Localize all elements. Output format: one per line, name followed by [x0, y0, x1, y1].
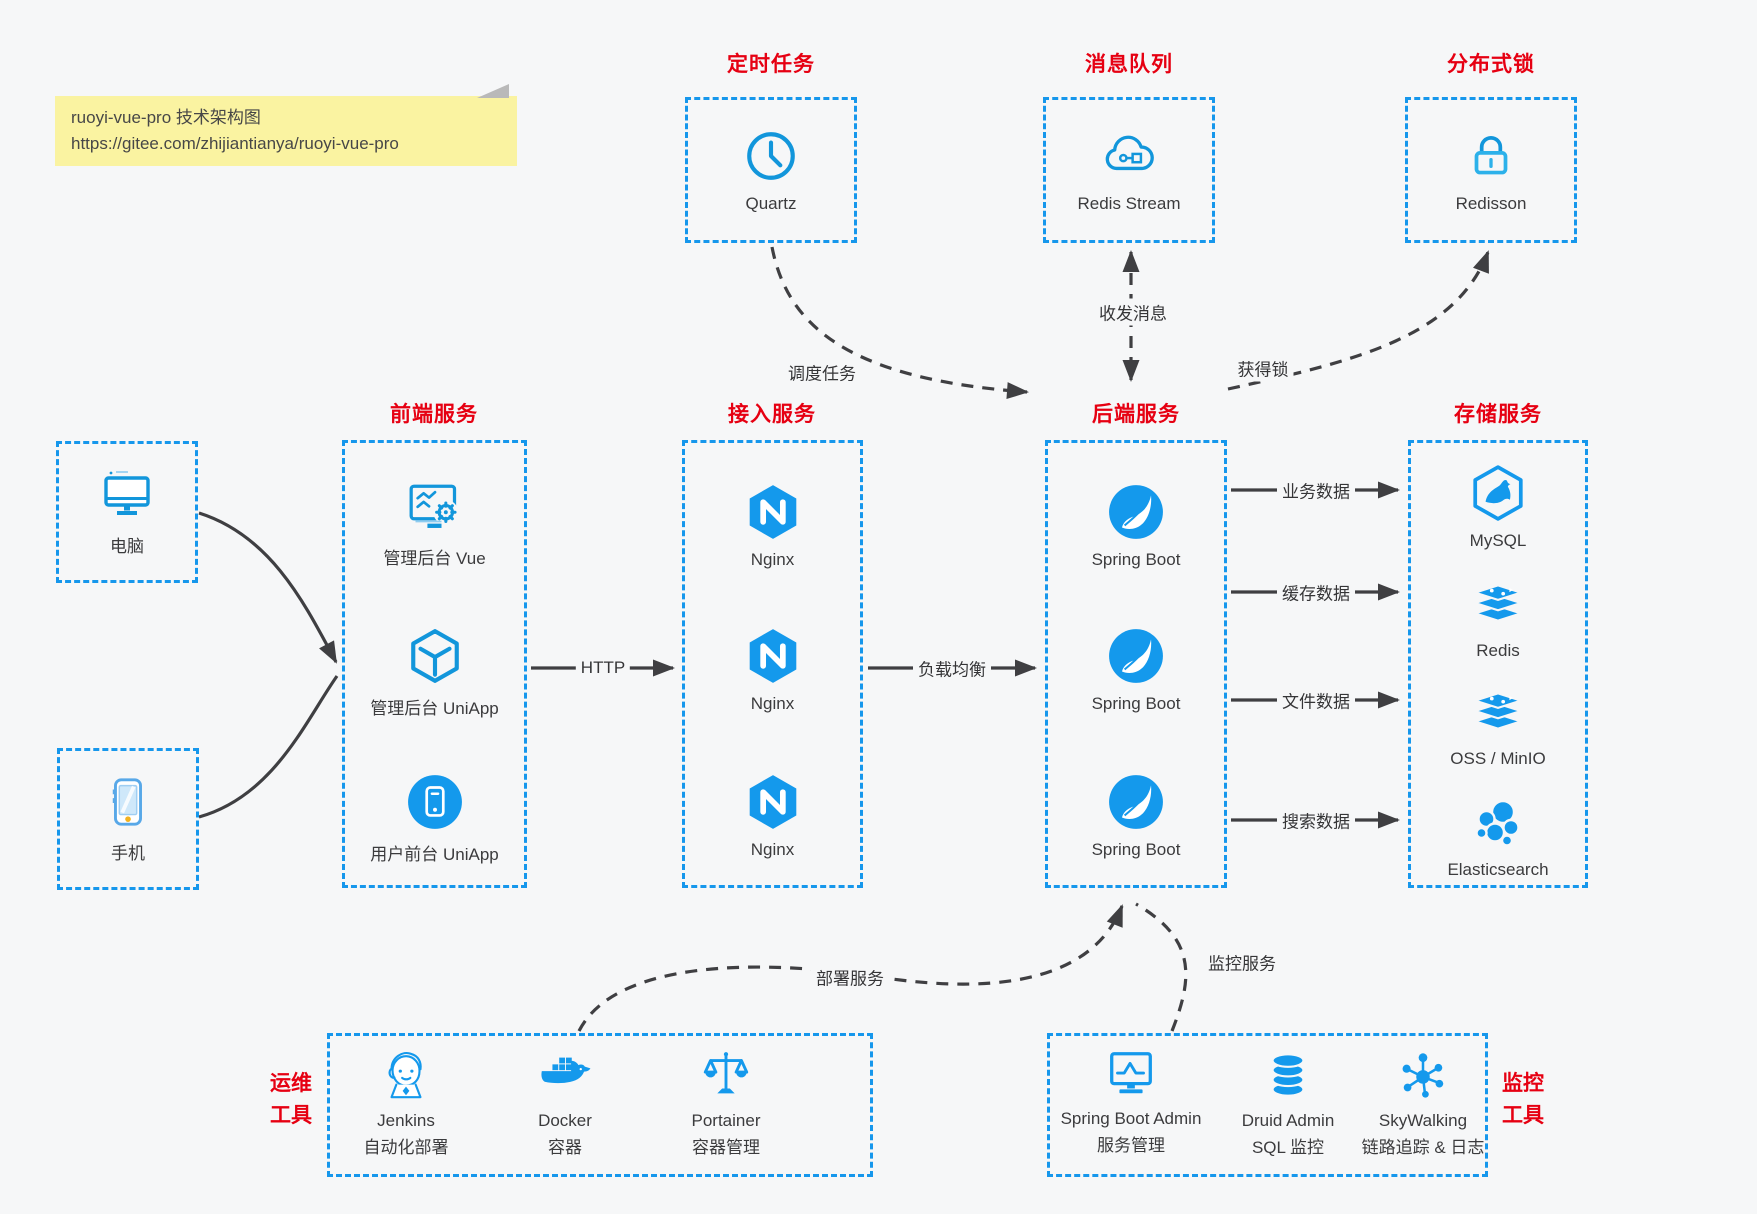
cloud-stream-icon: [1105, 135, 1154, 170]
redis-icon: [1471, 584, 1525, 622]
node-skywalking: SkyWalking 链路追踪 & 日志: [1338, 1048, 1508, 1158]
node-nginx-3: Nginx: [685, 773, 860, 860]
monitor-tools-box: Spring Boot Admin 服务管理 Druid Admin SQL 监…: [1047, 1033, 1488, 1177]
node-portainer: Portainer 容器管理: [646, 1048, 806, 1158]
client-phone-box: 手机: [57, 748, 199, 890]
node-druid-admin: Druid Admin SQL 监控: [1203, 1048, 1373, 1158]
scheduled-task-box: Quartz: [685, 97, 857, 243]
edge-label-cache-data: 缓存数据: [1277, 578, 1355, 606]
group-title-storage: 存储服务: [1454, 403, 1542, 426]
druid-icon: [1271, 1053, 1305, 1097]
smartphone-icon: [112, 778, 142, 826]
lock-icon: [1474, 135, 1508, 174]
node-oss-minio: OSS / MinIO: [1411, 682, 1585, 769]
mysql-icon: [1473, 465, 1523, 521]
desktop-icon: [104, 471, 150, 515]
node-admin-vue: 管理后台 Vue: [345, 483, 524, 569]
edge-label-send-receive-message: 收发消息: [1094, 298, 1172, 326]
node-phone: 手机: [101, 774, 155, 864]
gateway-group-box: Nginx Nginx Nginx: [682, 440, 863, 888]
frontend-group-box: 管理后台 Vue 管理后台 UniApp 用户前台 UniApp: [342, 440, 527, 888]
node-redis: Redis: [1411, 574, 1585, 661]
backend-group-box: Spring Boot Spring Boot Spring Boot: [1045, 440, 1227, 888]
node-user-uniapp: 用户前台 UniApp: [345, 773, 524, 865]
group-title-distributed-lock: 分布式锁: [1447, 53, 1535, 76]
admin-console-icon: [409, 484, 458, 528]
distributed-lock-box: Redisson: [1405, 97, 1577, 243]
docker-icon: [541, 1057, 591, 1084]
edge-label-http: HTTP: [575, 657, 631, 679]
node-springboot-2: Spring Boot: [1048, 627, 1224, 714]
edge-computer-frontend: [198, 511, 338, 664]
group-title-monitor-tools: 监控 工具: [1502, 1072, 1544, 1127]
storage-group-box: MySQL Redis: [1408, 440, 1588, 888]
edge-label-business-data: 业务数据: [1277, 476, 1355, 504]
node-springboot-1: Spring Boot: [1048, 483, 1224, 570]
edge-label-deploy-service: 部署服务: [811, 963, 889, 991]
nginx-icon: [749, 629, 796, 683]
clock-icon: [747, 131, 795, 180]
node-springboot-3: Spring Boot: [1048, 773, 1224, 860]
sticky-note: ruoyi-vue-pro 技术架构图 https://gitee.com/zh…: [55, 84, 517, 166]
edge-label-search-data: 搜索数据: [1277, 806, 1355, 834]
edge-phone-frontend: [198, 675, 339, 819]
client-computer-box: 电脑: [56, 441, 198, 583]
node-spring-boot-admin: Spring Boot Admin 服务管理: [1046, 1048, 1216, 1156]
group-title-ops-tools: 运维 工具: [270, 1072, 312, 1127]
node-computer: 电脑: [98, 467, 156, 557]
node-redisson: Redisson: [1456, 127, 1526, 214]
spring-boot-admin-icon: [1110, 1052, 1152, 1094]
nginx-icon: [749, 485, 796, 539]
note-title: ruoyi-vue-pro 技术架构图: [71, 108, 261, 127]
cube-icon: [410, 629, 459, 683]
nginx-icon: [749, 775, 796, 829]
edge-schedule-task: [770, 246, 1029, 400]
edge-label-acquire-lock: 获得锁: [1232, 354, 1294, 382]
node-jenkins: Jenkins 自动化部署: [326, 1048, 486, 1158]
ops-tools-box: Jenkins 自动化部署 Docker 容器: [327, 1033, 873, 1177]
message-queue-box: Redis Stream: [1043, 97, 1215, 243]
group-title-scheduled-task: 定时任务: [727, 53, 815, 76]
group-title-frontend: 前端服务: [390, 403, 478, 426]
spring-boot-icon: [1109, 485, 1163, 539]
spring-boot-icon: [1109, 775, 1163, 829]
group-title-message-queue: 消息队列: [1085, 53, 1173, 76]
note-url: https://gitee.com/zhijiantianya/ruoyi-vu…: [71, 134, 399, 153]
skywalking-icon: [1402, 1053, 1444, 1098]
node-quartz: Quartz: [742, 127, 800, 214]
node-mysql: MySQL: [1411, 464, 1585, 551]
portainer-icon: [703, 1052, 749, 1094]
spring-boot-icon: [1109, 629, 1163, 683]
group-title-gateway: 接入服务: [728, 403, 816, 426]
group-title-backend: 后端服务: [1092, 403, 1180, 426]
edge-label-monitor-service: 监控服务: [1203, 948, 1281, 976]
node-redis-stream: Redis Stream: [1078, 127, 1180, 214]
elasticsearch-icon: [1475, 799, 1520, 847]
edge-label-schedule-task: 调度任务: [783, 358, 861, 386]
edge-monitor-service: [1135, 902, 1188, 1032]
edge-label-file-data: 文件数据: [1277, 686, 1355, 714]
node-docker: Docker 容器: [485, 1048, 645, 1158]
node-admin-uniapp: 管理后台 UniApp: [345, 627, 524, 719]
mobile-app-icon: [407, 775, 462, 829]
storage-stack-icon: [1471, 692, 1525, 730]
jenkins-icon: [388, 1052, 422, 1099]
edge-label-load-balance: 负载均衡: [913, 654, 991, 682]
node-elasticsearch: Elasticsearch: [1411, 795, 1585, 880]
node-nginx-2: Nginx: [685, 627, 860, 714]
node-nginx-1: Nginx: [685, 483, 860, 570]
